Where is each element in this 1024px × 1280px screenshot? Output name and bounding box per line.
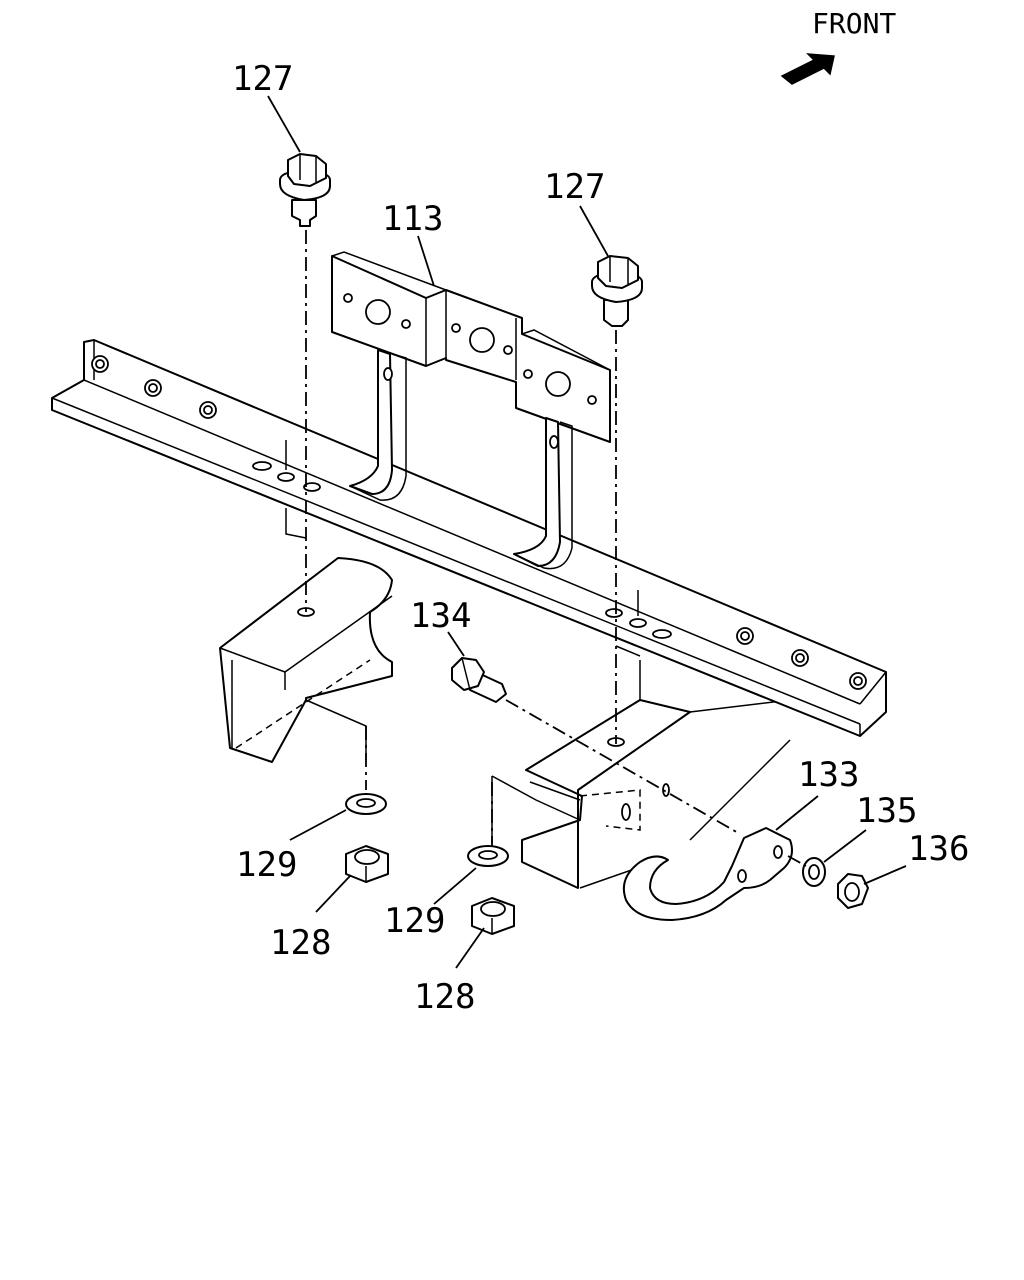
- nut-icon-small: [837, 873, 869, 909]
- callout-113: 113: [382, 199, 443, 239]
- angle-rail: [51, 339, 887, 737]
- callout-127-right: 127: [544, 167, 605, 207]
- callout-129-center: 129: [384, 901, 445, 941]
- callout-133: 133: [798, 755, 859, 795]
- front-label: FRONT: [812, 7, 896, 40]
- bolt-icon-left: [279, 153, 331, 227]
- washer-icon-center: [467, 845, 509, 867]
- washer-icon-small: [802, 857, 826, 887]
- assembly-centerlines: [305, 230, 807, 867]
- bolt-icon-right: [591, 255, 643, 327]
- callout-134: 134: [410, 596, 471, 636]
- callout-leaders: [267, 95, 907, 969]
- rail-nut-icons: [91, 355, 867, 690]
- nut-icon-center: [471, 897, 515, 935]
- callout-128-center: 128: [414, 977, 475, 1017]
- callout-135: 135: [856, 791, 917, 831]
- hanger-bracket: [331, 251, 611, 570]
- hook-bolt-icon: [451, 657, 507, 703]
- front-arrow-icon: [780, 53, 835, 85]
- callout-136: 136: [908, 829, 969, 869]
- callout-129-left: 129: [236, 845, 297, 885]
- nut-icon-left: [345, 845, 389, 883]
- frame-bracket-left: [219, 557, 393, 763]
- washer-icon-left: [345, 793, 387, 815]
- callout-128-left: 128: [270, 923, 331, 963]
- callout-127-left: 127: [232, 59, 293, 99]
- tow-hook-icon: [622, 827, 793, 921]
